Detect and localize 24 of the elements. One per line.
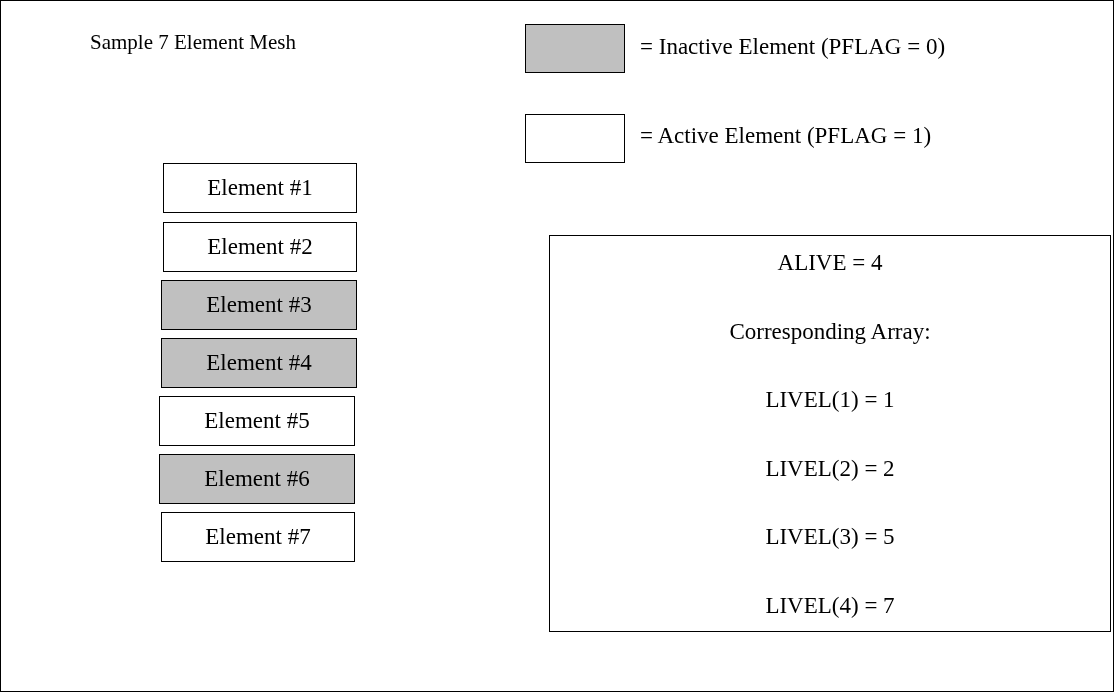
panel-text: ALIVE = 4 (777, 250, 883, 276)
panel-text: LIVEL(4) = 7 (765, 592, 895, 619)
element-box (163, 163, 357, 213)
panel-text: Corresponding Array: (729, 318, 931, 345)
element-label: Element #7 (205, 524, 311, 550)
element-box (161, 338, 357, 388)
element-label: Element #1 (207, 175, 313, 201)
element-label: Element #6 (204, 466, 310, 492)
element-box (161, 280, 357, 330)
element-label: Element #3 (206, 292, 312, 318)
diagram-title: Sample 7 Element Mesh (90, 30, 296, 55)
legend-text: = Active Element (PFLAG = 1) (640, 123, 932, 149)
element-box (159, 396, 355, 446)
info-panel (549, 235, 1111, 632)
legend-text: = Inactive Element (PFLAG = 0) (640, 34, 946, 60)
element-box (161, 512, 355, 562)
panel-text: LIVEL(3) = 5 (765, 524, 895, 551)
element-box (163, 222, 357, 272)
element-box (159, 454, 355, 504)
panel-text: LIVEL(1) = 1 (765, 387, 895, 414)
panel-text: LIVEL(2) = 2 (765, 455, 895, 482)
element-label: Element #5 (204, 408, 310, 434)
element-label: Element #4 (206, 350, 312, 376)
element-label: Element #2 (207, 234, 313, 260)
